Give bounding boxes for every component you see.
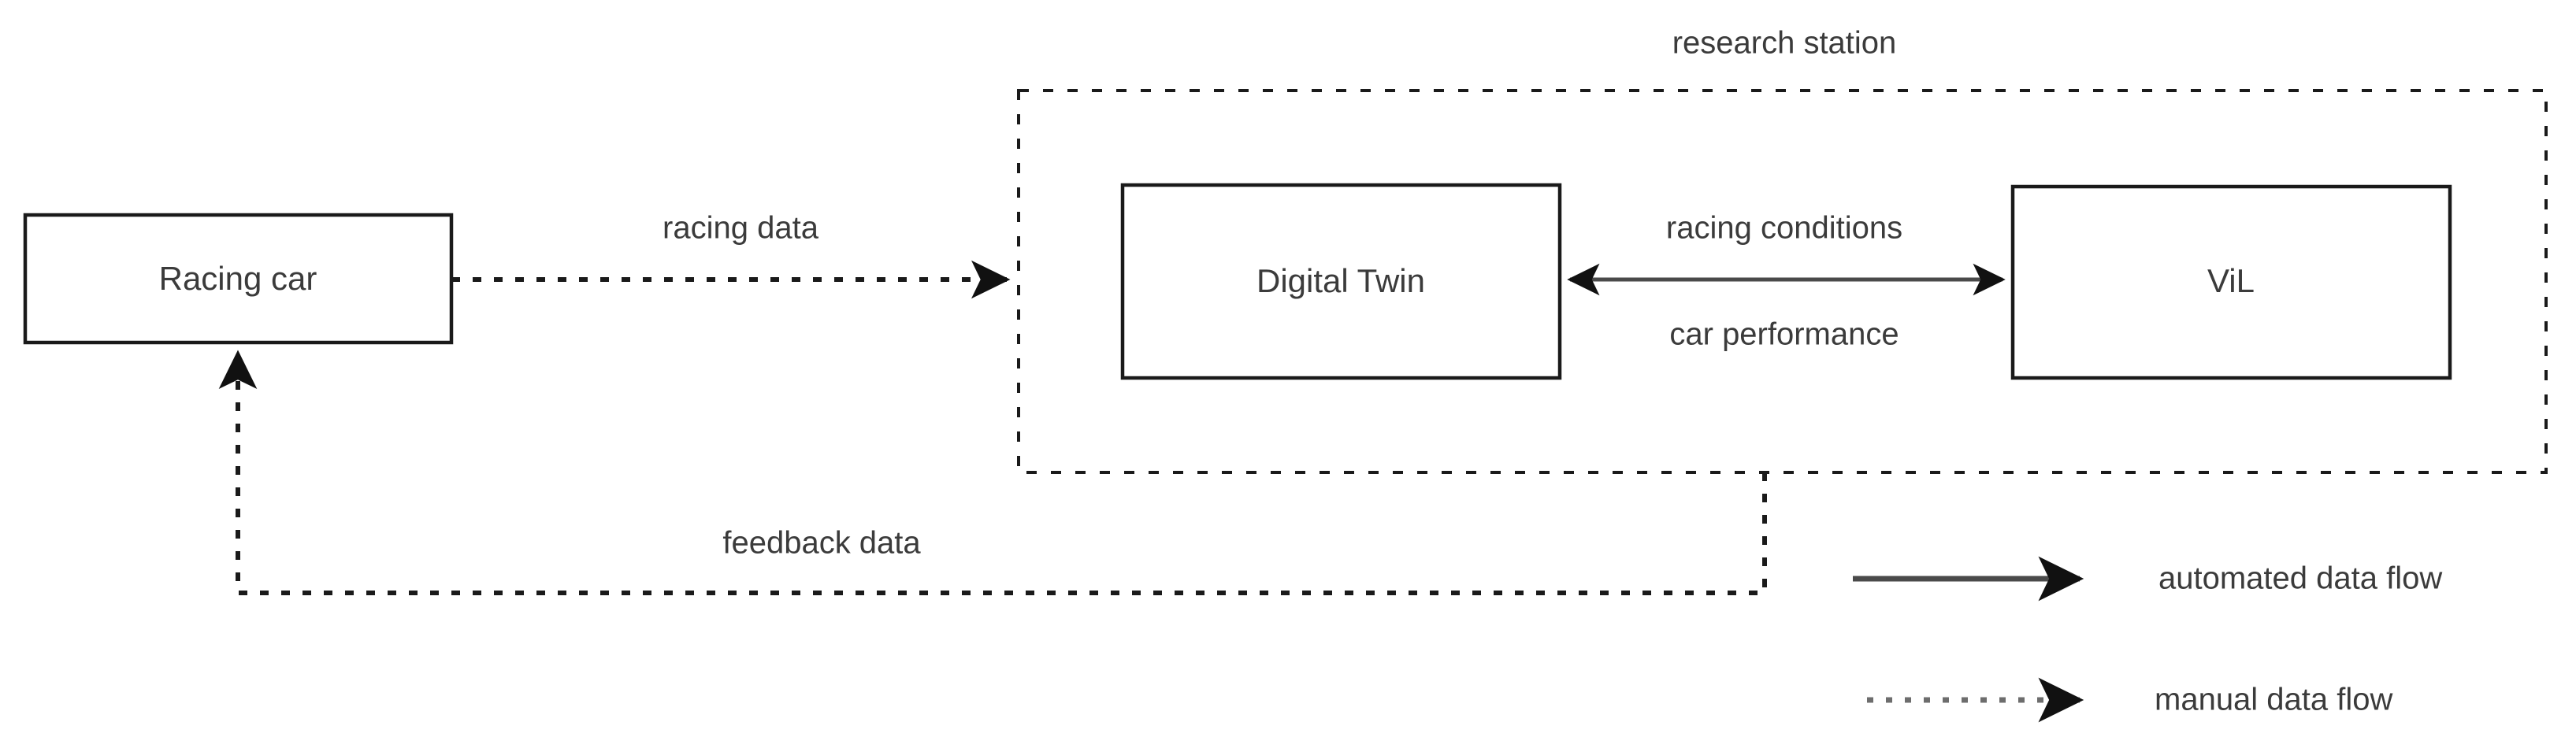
legend-manual-data-flow-label: manual data flow <box>2155 682 2393 717</box>
racing-data-label: racing data <box>663 210 818 246</box>
legend-automated-data-flow-label: automated data flow <box>2158 561 2443 596</box>
feedback-data-label: feedback data <box>722 525 921 561</box>
digital-twin-box[interactable] <box>1120 183 1562 380</box>
racing-conditions-label: racing conditions <box>1665 210 1903 246</box>
racing-car-box[interactable] <box>23 213 454 345</box>
racing-car-label: Racing car <box>158 260 317 297</box>
digital-twin-label: Digital Twin <box>1256 262 1425 299</box>
research-station-title: research station <box>1672 25 1897 61</box>
vil-label: ViL <box>2207 262 2255 299</box>
vil-box[interactable] <box>2010 184 2452 380</box>
car-performance-label: car performance <box>1669 317 1899 352</box>
feedback-data-arrow <box>218 350 1767 595</box>
research-station-group-border <box>1017 89 2548 474</box>
